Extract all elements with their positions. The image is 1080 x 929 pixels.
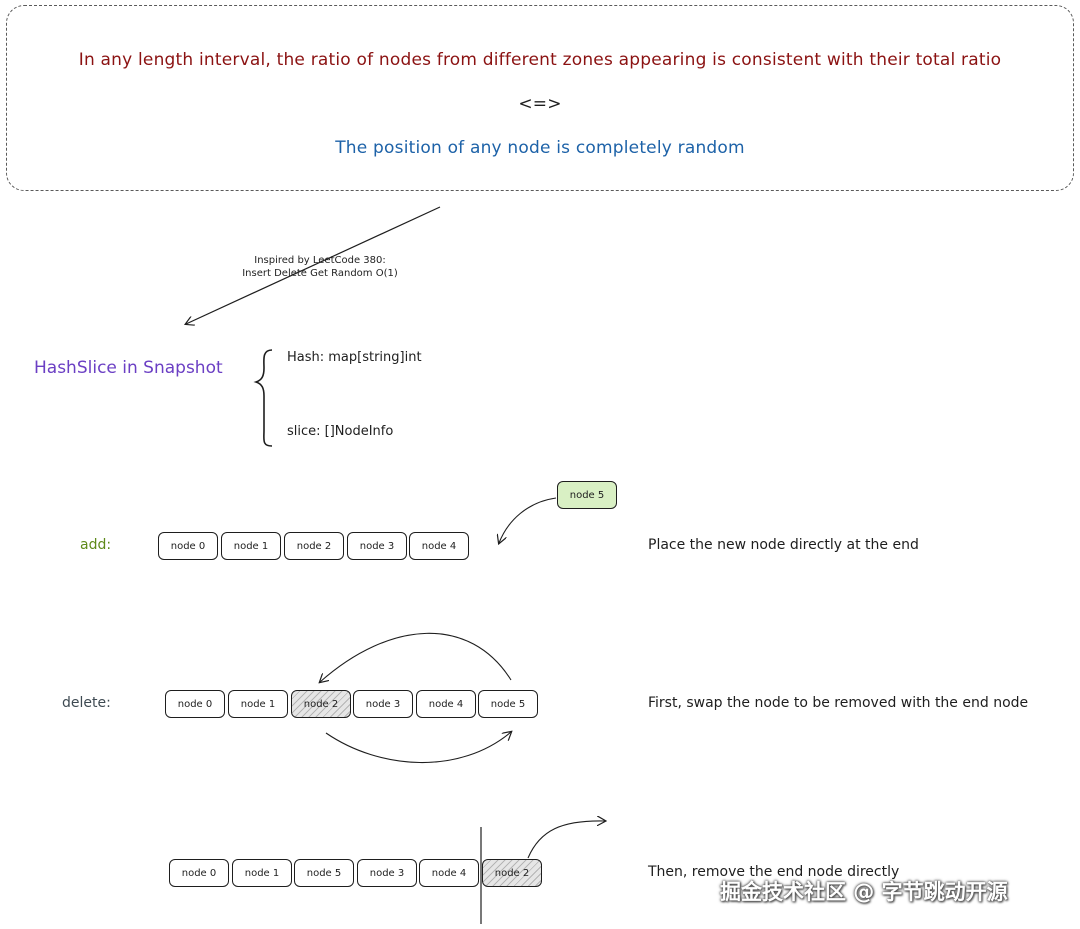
slice-field: slice: []NodeInfo <box>287 424 394 439</box>
add-arrow <box>499 497 557 543</box>
new-node-box: node 5 <box>557 481 617 509</box>
end-node-box: node 5 <box>478 690 538 718</box>
node-box: node 4 <box>419 859 479 887</box>
node-box: node 4 <box>409 532 469 560</box>
node-box: node 4 <box>416 690 476 718</box>
hash-field: Hash: map[string]int <box>287 350 422 365</box>
inspiration-line-1: Inspired by LeetCode 380: <box>254 255 386 266</box>
swap-arrow-top <box>320 632 512 682</box>
swap-arrow-bottom <box>325 732 511 764</box>
node-box: node 3 <box>357 859 417 887</box>
node-box: node 2 <box>284 532 344 560</box>
remove-arrow <box>527 821 605 859</box>
add-description: Place the new node directly at the end <box>648 537 919 553</box>
node-box: node 5 <box>294 859 354 887</box>
inspiration-arrow <box>186 206 441 324</box>
statement-line-1: In any length interval, the ratio of nod… <box>78 50 1002 70</box>
node-box: node 1 <box>228 690 288 718</box>
node-box: node 1 <box>221 532 281 560</box>
remove-description: Then, remove the end node directly <box>648 864 900 880</box>
delete-label: delete: <box>62 695 111 711</box>
watermark: 掘金技术社区 @ 字节跳动开源 <box>720 880 1008 904</box>
node-box: node 0 <box>158 532 218 560</box>
node-box: node 0 <box>165 690 225 718</box>
add-label: add: <box>80 537 112 553</box>
statement-line-2: The position of any node is completely r… <box>335 138 745 158</box>
delete-description: First, swap the node to be removed with … <box>648 695 1029 711</box>
node-to-remove-box: node 2 <box>291 690 351 718</box>
removed-node-box: node 2 <box>482 859 542 887</box>
equivalence-symbol: <=> <box>518 94 562 114</box>
node-box: node 3 <box>353 690 413 718</box>
node-box: node 3 <box>347 532 407 560</box>
node-box: node 0 <box>169 859 229 887</box>
inspiration-line-2: Insert Delete Get Random O(1) <box>242 268 398 279</box>
statement-box <box>6 5 1074 191</box>
field-brace <box>253 349 273 447</box>
inspiration-note: Inspired by LeetCode 380: Insert Delete … <box>220 254 420 280</box>
node-box: node 1 <box>232 859 292 887</box>
hashslice-title: HashSlice in Snapshot <box>34 358 223 378</box>
